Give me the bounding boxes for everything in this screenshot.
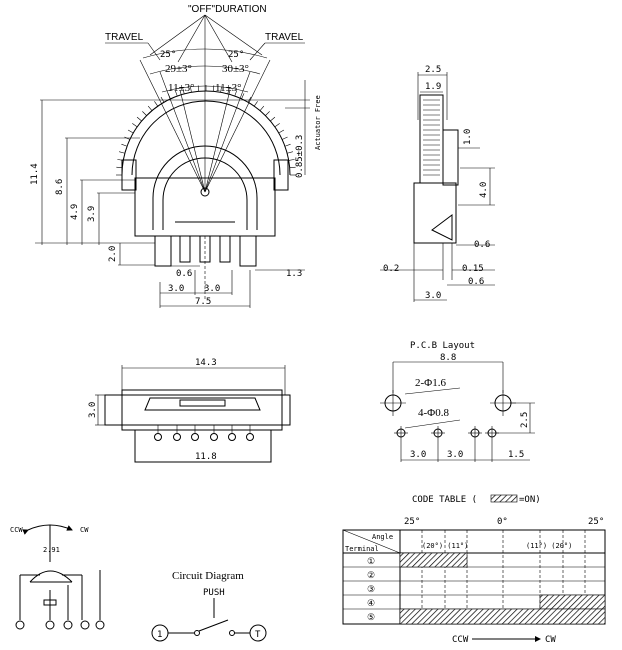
angle-label-r2: 30±3° bbox=[222, 63, 249, 75]
pcb-title: P.C.B Layout bbox=[410, 341, 475, 351]
ct-row-label: ② bbox=[367, 571, 375, 581]
ct-row-label: ④ bbox=[367, 599, 375, 609]
circuit-push: PUSH bbox=[203, 588, 225, 598]
schem-ccw: CCW bbox=[10, 526, 23, 534]
hole-small-label: 4-Φ0.8 bbox=[418, 407, 449, 419]
dim-3-9: 3.9 bbox=[87, 206, 97, 222]
ct-angles-right: (11°) (20°) bbox=[526, 542, 572, 550]
dim-3-0-side: 3.0 bbox=[425, 291, 441, 301]
dim-3-0-bottom: 3.0 bbox=[88, 402, 98, 418]
angle-label-l3: 11±3° bbox=[168, 82, 195, 94]
hole-big-label: 2-Φ1.6 bbox=[415, 377, 446, 389]
dim-0-6-side-b: 0.6 bbox=[468, 277, 484, 287]
code-table: CODE TABLE ( =ON) 25° 0° 25° Angle Termi… bbox=[342, 494, 606, 645]
knurled-dial bbox=[121, 90, 291, 176]
travel-right-label: TRAVEL bbox=[265, 32, 304, 43]
dim-0-2: 0.2 bbox=[383, 264, 399, 274]
angle-label-r1: 25° bbox=[228, 50, 244, 60]
dim-0-6-side-a: 0.6 bbox=[474, 240, 490, 250]
dim-2-0: 2.0 bbox=[108, 246, 118, 262]
side-view: 2.5 1.9 1.0 4.0 0.6 0.2 0.15 0.6 3.0 bbox=[380, 65, 495, 302]
schem-value: 2.91 bbox=[43, 546, 60, 554]
ct-top-left: 25° bbox=[404, 517, 420, 527]
actuator-note: Actuator Free bbox=[314, 95, 322, 150]
dim-8-6: 8.6 bbox=[55, 179, 65, 195]
code-table-rows: ① ② ③ ④ ⑤ bbox=[367, 557, 375, 623]
angle-label-l2: 29±3° bbox=[165, 63, 192, 75]
dim-11-4: 11.4 bbox=[30, 163, 40, 185]
dim-1-3: 1.3 bbox=[286, 269, 302, 279]
dim-7-5: 7.5 bbox=[195, 297, 211, 307]
pcb-small-holes bbox=[394, 426, 499, 440]
dim-8-8: 8.8 bbox=[440, 353, 456, 363]
angle-rays bbox=[139, 14, 271, 193]
dim-14-3: 14.3 bbox=[195, 358, 217, 368]
angle-label-l1: 25° bbox=[160, 50, 176, 60]
ct-row-label: ③ bbox=[367, 585, 375, 595]
dim-2-5-side: 2.5 bbox=[425, 65, 441, 75]
dim-11-8: 11.8 bbox=[195, 452, 217, 462]
ct-top-right: 25° bbox=[588, 517, 604, 527]
on-bar-row5 bbox=[399, 608, 606, 625]
ct-header-angle: Angle bbox=[372, 533, 393, 541]
on-legend-swatch bbox=[490, 494, 518, 503]
code-table-lines bbox=[343, 530, 605, 624]
schem-cw: CW bbox=[80, 526, 89, 534]
code-table-title: CODE TABLE ( bbox=[412, 495, 477, 505]
on-bar-row4 bbox=[539, 594, 606, 610]
pivot-point bbox=[200, 187, 210, 197]
circuit-title: Circuit Diagram bbox=[172, 570, 244, 582]
ct-row-label: ⑤ bbox=[367, 613, 375, 623]
travel-left-label: TRAVEL bbox=[105, 32, 144, 43]
dim-4-0: 4.0 bbox=[479, 182, 489, 198]
ct-row-label: ① bbox=[367, 557, 375, 567]
off-duration-label: "OFF"DURATION bbox=[188, 4, 267, 15]
on-bar-row1 bbox=[399, 552, 468, 568]
dim-1-0: 1.0 bbox=[463, 129, 473, 145]
dim-3-0-a: 3.0 bbox=[168, 284, 184, 294]
switch-schematic: CCW CW 2.91 bbox=[10, 524, 105, 630]
side-knurl bbox=[423, 99, 440, 176]
dim-0-15: 0.15 bbox=[462, 264, 484, 274]
circuit-term-right: T bbox=[255, 630, 261, 640]
dim-0-6-front: 0.6 bbox=[176, 269, 192, 279]
dim-4-9: 4.9 bbox=[70, 204, 80, 220]
ct-header-terminal: Terminal bbox=[345, 545, 379, 553]
code-table-legend: =ON) bbox=[519, 495, 541, 505]
ct-cw: CW bbox=[545, 635, 556, 645]
dim-1-5: 1.5 bbox=[508, 450, 524, 460]
angle-label-r3: 11±3° bbox=[215, 82, 242, 94]
circuit-term-left: 1 bbox=[157, 630, 162, 640]
front-view: "OFF"DURATION TRAVEL TRAVEL 25° 25° 29±3… bbox=[30, 4, 322, 308]
ct-top-mid: 0° bbox=[497, 517, 508, 527]
dim-3-0-b: 3.0 bbox=[204, 284, 220, 294]
dim-3-0-pcb-b: 3.0 bbox=[447, 450, 463, 460]
dim-2-5-pcb: 2.5 bbox=[520, 412, 530, 428]
pcb-layout: P.C.B Layout 8.8 2-Φ1.6 4-Φ0.8 2.5 3.0 3… bbox=[380, 341, 535, 462]
dim-3-0-pcb-a: 3.0 bbox=[410, 450, 426, 460]
bottom-pins bbox=[154, 425, 254, 441]
ct-ccw: CCW bbox=[452, 635, 469, 645]
circuit-diagram: Circuit Diagram PUSH 1 T bbox=[151, 570, 267, 642]
bottom-view: 14.3 3.0 11.8 bbox=[88, 358, 291, 463]
knurl-teeth bbox=[116, 85, 296, 176]
dim-0-85: 0.85±0.3 bbox=[295, 135, 305, 178]
dim-1-9: 1.9 bbox=[425, 82, 441, 92]
